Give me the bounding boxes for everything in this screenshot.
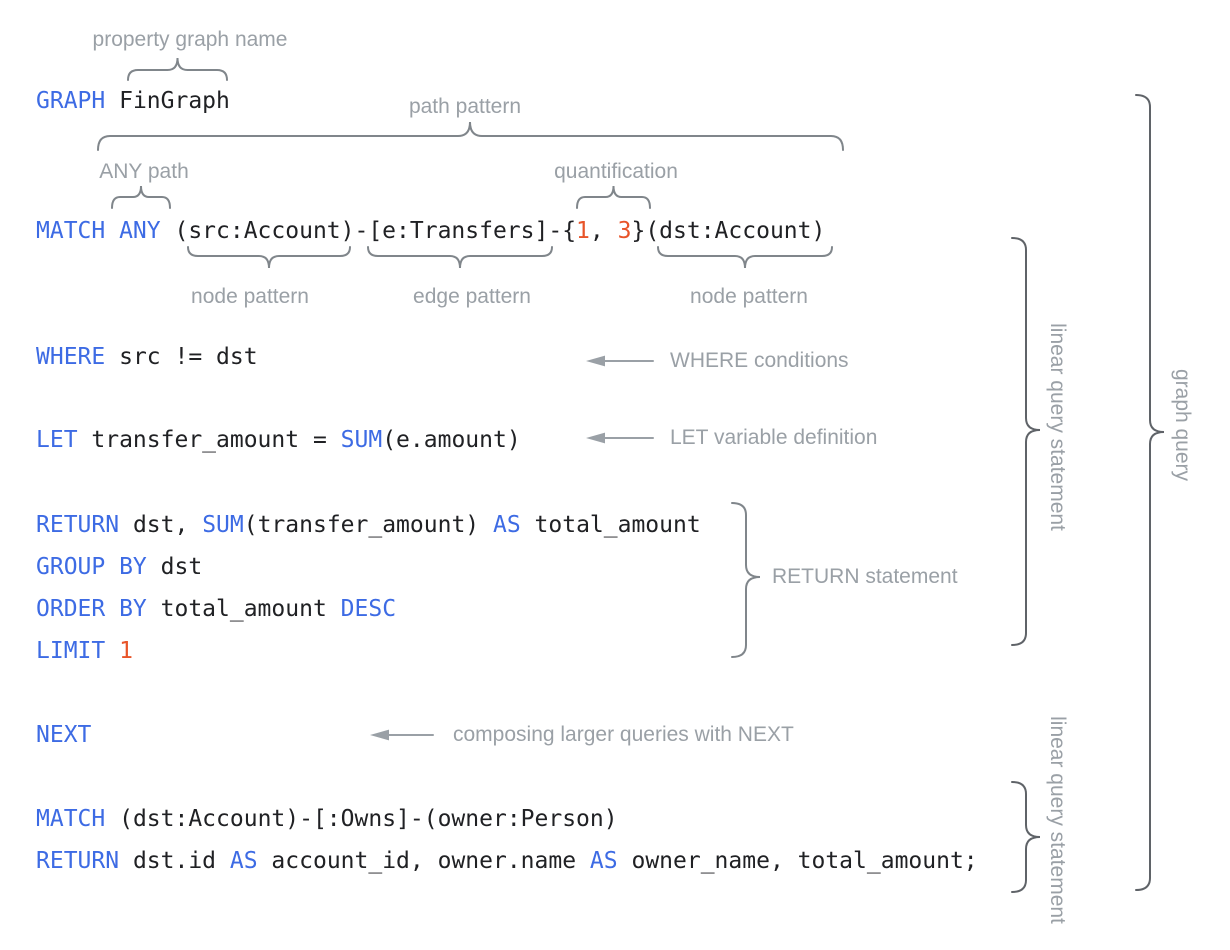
label-next-note: composing larger queries with NEXT <box>453 723 794 746</box>
code-line-next: NEXT <box>36 722 92 748</box>
label-graph-query: graph query <box>1171 368 1194 482</box>
code-line-match-owns: MATCH (dst:Account)-[:Owns]-(owner:Perso… <box>36 806 618 832</box>
label-path-pattern: path pattern <box>408 95 522 118</box>
code-line-return-final: RETURN dst.id AS account_id, owner.name … <box>36 848 978 874</box>
brace-linear-query-statement-1 <box>1011 237 1041 646</box>
overbrace-any-path <box>111 185 171 209</box>
underbrace-node-pattern-right <box>657 246 833 269</box>
code-line-graph: GRAPH FinGraph <box>36 88 230 114</box>
overbrace-path-pattern <box>97 121 844 151</box>
label-linear-query-statement-2: linear query statement <box>1046 716 1069 924</box>
code-line-where: WHERE src != dst <box>36 344 258 370</box>
overbrace-property-graph-name <box>127 57 228 81</box>
label-node-pattern-left: node pattern <box>191 285 309 308</box>
label-edge-pattern: edge pattern <box>413 285 531 308</box>
code-line-match-any: MATCH ANY (src:Account)-[e:Transfers]-{1… <box>36 218 826 244</box>
brace-linear-query-statement-2 <box>1011 781 1041 893</box>
arrow-let-variable <box>586 432 654 444</box>
label-where-conditions: WHERE conditions <box>670 349 849 372</box>
brace-return-statement <box>731 502 761 658</box>
code-line-let: LET transfer_amount = SUM(e.amount) <box>36 427 521 453</box>
arrow-next-note <box>370 729 434 741</box>
underbrace-edge-pattern <box>367 246 553 269</box>
label-quantification: quantification <box>554 160 678 183</box>
label-let-variable-definition: LET variable definition <box>670 426 878 449</box>
code-line-group-by: GROUP BY dst <box>36 554 203 580</box>
label-node-pattern-right: node pattern <box>690 285 808 308</box>
label-linear-query-statement-1: linear query statement <box>1046 323 1069 531</box>
underbrace-node-pattern-left <box>187 246 351 269</box>
code-line-order-by: ORDER BY total_amount DESC <box>36 596 397 622</box>
code-line-return-agg: RETURN dst, SUM(transfer_amount) AS tota… <box>36 512 701 538</box>
brace-graph-query <box>1135 94 1165 891</box>
code-line-limit: LIMIT 1 <box>36 638 133 664</box>
label-any-path: ANY path <box>99 160 189 183</box>
arrow-where-conditions <box>586 355 654 367</box>
label-return-statement: RETURN statement <box>772 565 958 588</box>
overbrace-quantification <box>576 185 651 209</box>
label-property-graph-name: property graph name <box>92 28 288 51</box>
